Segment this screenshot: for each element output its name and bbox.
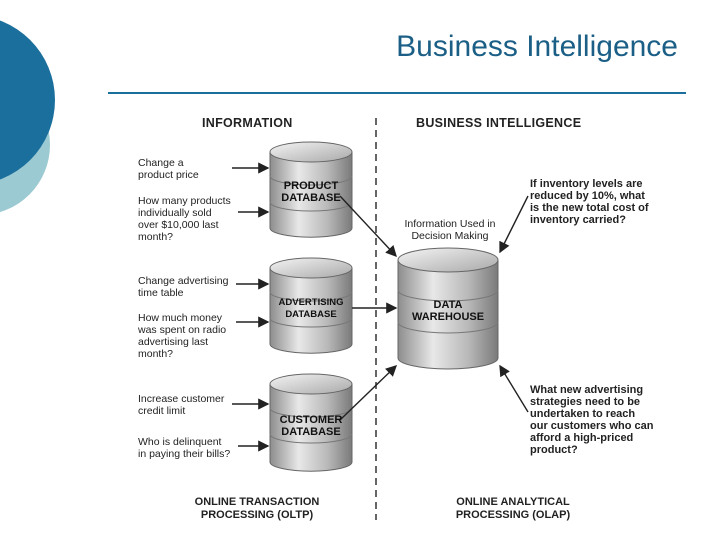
arrow-customer-to-warehouse [339,365,398,421]
question-delinquent: Who is delinquent in paying their bills? [138,436,231,460]
data-warehouse-cylinder [397,247,499,370]
information-used-label: Information Used in Decision Making [404,218,496,242]
customer-database-cylinder [269,373,353,472]
title-divider [108,92,686,94]
information-heading: INFORMATION [202,116,293,130]
question-products-sold: How many products individually sold over… [138,195,231,243]
arrow-product-to-warehouse [339,195,397,258]
arrow-advertising-strategy-to-warehouse [499,364,529,413]
question-credit-limit: Increase customer credit limit [138,393,225,417]
question-advertising-time: Change advertising time table [138,275,229,299]
business-intelligence-heading: BUSINESS INTELLIGENCE [416,116,582,130]
arrow-inventory-to-warehouse [499,195,529,254]
advertising-database-label: ADVERTISING DATABASE [278,297,344,320]
slide-corner-decoration [0,20,55,213]
olap-footer: ONLINE ANALYTICAL PROCESSING (OLAP) [455,496,571,521]
slide-title: Business Intelligence [396,30,678,63]
question-radio-spend: How much money was spent on radio advert… [138,312,227,360]
product-database-label: PRODUCT DATABASE [281,180,341,204]
advertising-database-cylinder [269,257,353,354]
data-warehouse-label: DATA WAREHOUSE [411,299,485,323]
product-database-cylinder [269,141,353,238]
customer-database-label: CUSTOMER DATABASE [279,414,343,438]
question-advertising-strategy: What new advertising strategies need to … [530,384,654,456]
question-inventory-cost: If inventory levels are reduced by 10%, … [530,178,649,226]
oltp-footer: ONLINE TRANSACTION PROCESSING (OLTP) [194,496,320,521]
question-change-price: Change a product price [138,157,199,181]
